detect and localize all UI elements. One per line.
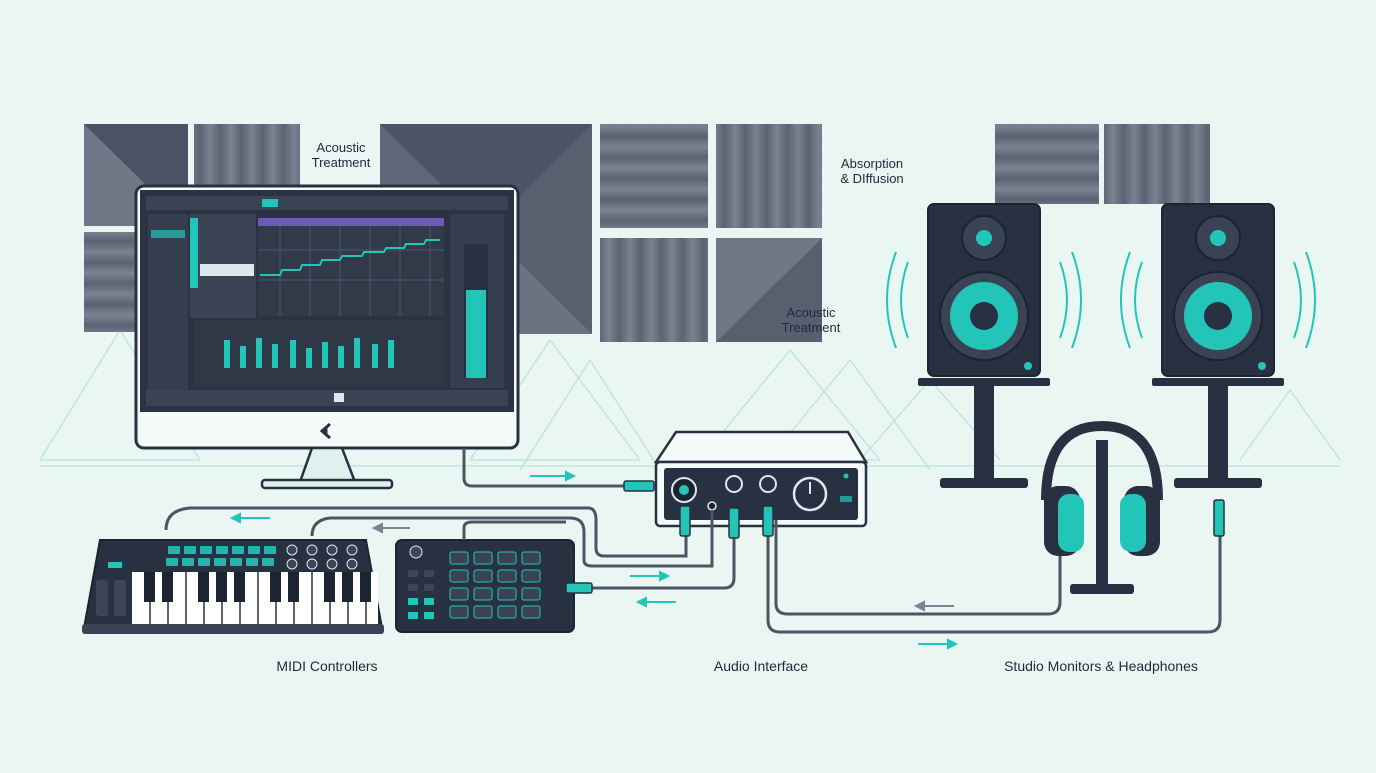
label-absorption-diffusion: Absorption & DIffusion (840, 156, 904, 186)
speaker-icon (886, 203, 1082, 488)
drum-pad-icon (395, 539, 575, 633)
acoustic-panels-middle (600, 124, 822, 342)
daw-screen (146, 196, 508, 406)
label-audio-interface: Audio Interface (713, 658, 809, 674)
label-acoustic-treatment: Acoustic Treatment (311, 140, 371, 170)
midi-keyboard-icon (82, 539, 384, 634)
acoustic-panels-right (995, 124, 1210, 204)
cables (164, 448, 1222, 634)
cable-plugs (565, 480, 1225, 594)
label-acoustic-treatment-2: Acoustic Treatment (781, 305, 841, 335)
headphones-icon (1041, 420, 1163, 594)
arrow-icon (371, 522, 954, 612)
audio-interface-icon (653, 430, 869, 528)
monitor-icon (134, 184, 520, 490)
label-studio-monitors-headphones: Studio Monitors & Headphones (1004, 658, 1198, 674)
arrow-icon (229, 470, 959, 650)
label-midi-controllers: MIDI Controllers (276, 658, 378, 674)
speaker-icon (1120, 203, 1316, 488)
